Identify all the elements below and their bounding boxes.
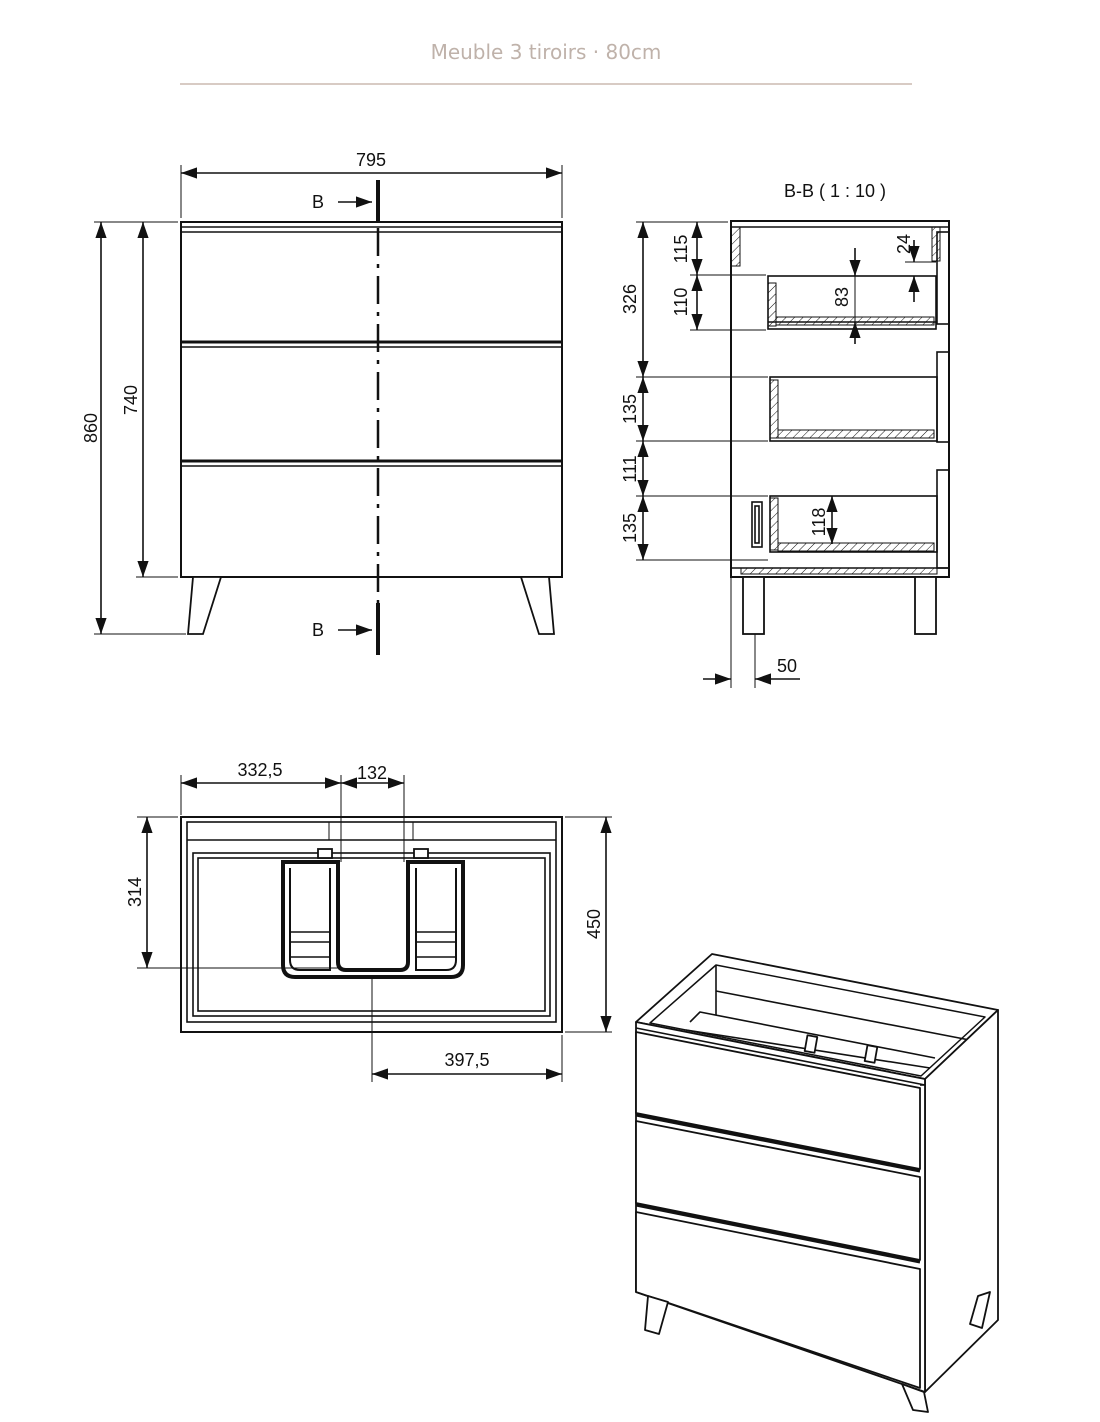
dim-height-860: 860 <box>81 413 101 443</box>
iso-drawer-2 <box>635 1120 921 1264</box>
dim-height-740: 740 <box>121 385 141 415</box>
siphon-cutout <box>281 860 465 979</box>
section-drawer-1 <box>767 275 937 330</box>
dim-115: 115 <box>671 235 691 264</box>
front-leg-right <box>519 576 555 635</box>
dim-50: 50 <box>777 656 797 676</box>
section-drawer-3 <box>751 495 938 553</box>
front-drawer-2 <box>181 459 562 467</box>
dim-332-5: 332,5 <box>237 760 282 780</box>
dim-118: 118 <box>809 508 829 537</box>
top-view: 332,5 132 314 450 397,5 <box>125 760 612 1082</box>
dim-450: 450 <box>584 909 604 939</box>
dim-135-bottom: 135 <box>620 513 640 543</box>
dim-width-795: 795 <box>356 150 386 170</box>
dim-132: 132 <box>357 763 387 783</box>
iso-drawer-1 <box>635 1031 921 1173</box>
dim-135-top: 135 <box>620 394 640 424</box>
section-title: B-B ( 1 : 10 ) <box>784 181 886 201</box>
front-view: B B 795 860 740 <box>81 150 563 655</box>
dim-83: 83 <box>832 287 852 307</box>
section-leg-right <box>914 576 937 635</box>
page-title: Meuble 3 tiroirs · 80cm <box>430 40 662 64</box>
iso-drawer-3 <box>635 1211 921 1389</box>
section-leg-left <box>742 576 765 635</box>
iso-leg-front-right <box>901 1383 929 1413</box>
dim-111: 111 <box>620 455 640 482</box>
section-label-top: B <box>312 192 324 212</box>
section-drawer-2 <box>769 376 938 442</box>
front-drawer-1 <box>181 231 562 348</box>
section-label-bottom: B <box>312 620 324 640</box>
section-view: B-B ( 1 : 10 ) <box>620 181 950 688</box>
dim-397-5: 397,5 <box>444 1050 489 1070</box>
front-leg-left <box>187 576 223 635</box>
front-cabinet-body <box>180 221 563 578</box>
dim-314: 314 <box>125 877 145 907</box>
iso-leg-back-right <box>969 1291 991 1329</box>
isometric-view <box>635 953 999 1413</box>
section-carcass <box>730 220 950 578</box>
dim-326: 326 <box>620 284 640 314</box>
dim-110: 110 <box>671 288 691 317</box>
dim-24: 24 <box>894 234 914 254</box>
iso-leg-front-left <box>644 1295 669 1335</box>
